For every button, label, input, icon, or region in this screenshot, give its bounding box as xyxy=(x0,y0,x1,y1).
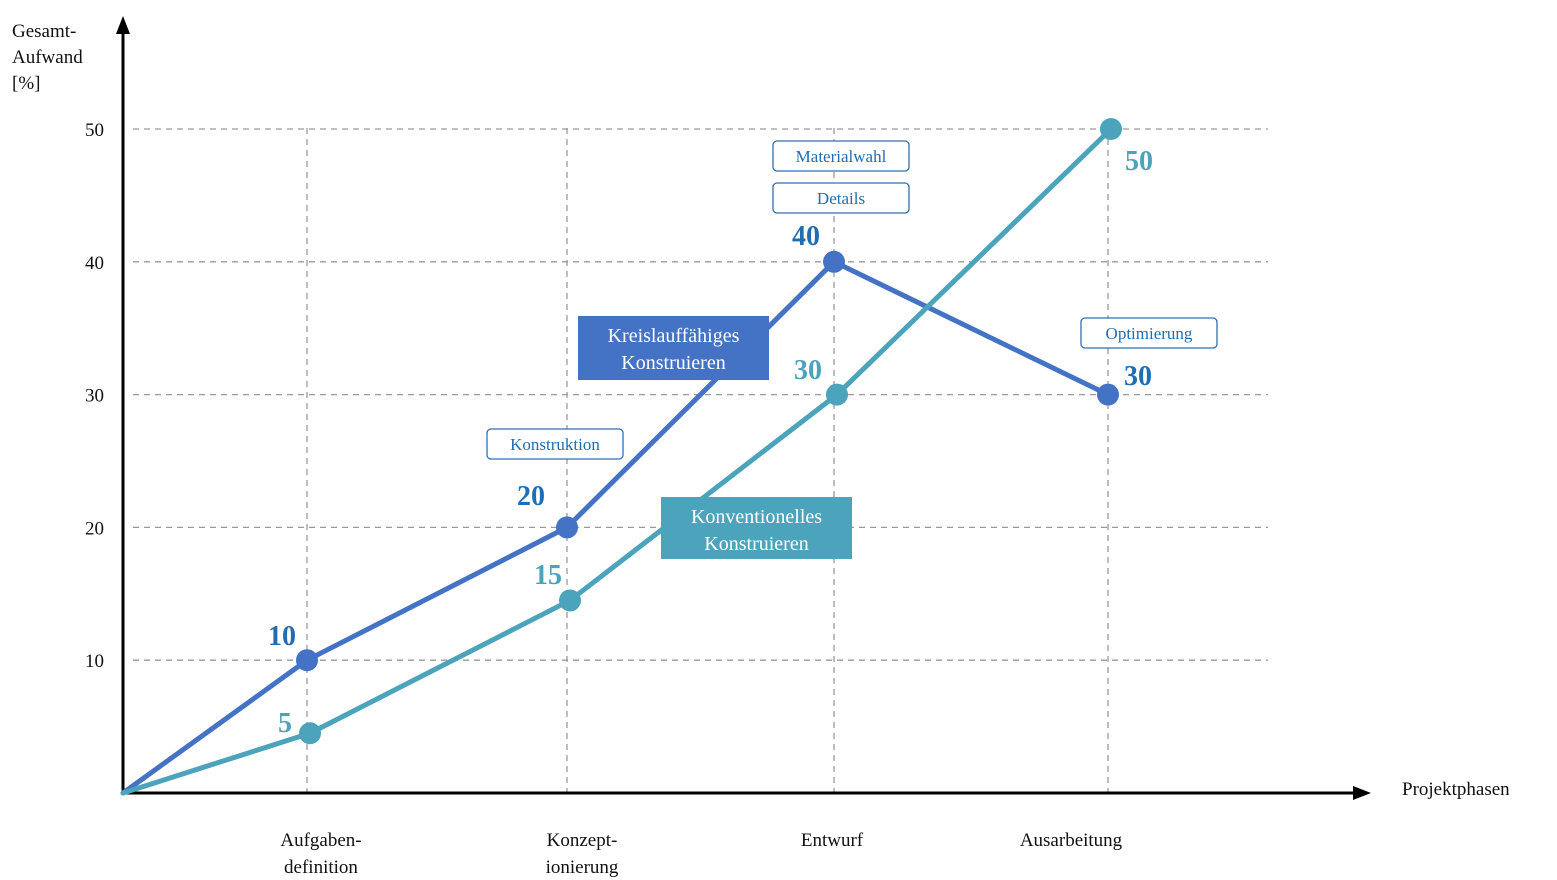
annotation-box xyxy=(772,182,910,214)
data-point xyxy=(296,649,318,672)
category-label: Aufgaben- xyxy=(280,830,361,851)
series-name: Konventionelles xyxy=(691,506,822,528)
category-label: ionierung xyxy=(546,857,619,878)
category-label: definition xyxy=(284,857,358,878)
data-point xyxy=(559,589,581,612)
y-axis-title-line: Aufwand xyxy=(12,47,83,68)
y-axis-arrow xyxy=(116,16,130,34)
y-axis-title-line: Gesamt- xyxy=(12,21,76,42)
data-label: 40 xyxy=(792,221,820,252)
series-line xyxy=(120,126,1114,796)
series xyxy=(120,118,1122,796)
y-tick-label: 40 xyxy=(85,253,104,274)
data-point xyxy=(299,722,321,745)
series-name-box xyxy=(578,316,769,380)
annotations: Konstruktion MaterialwahlDetailsOptimieru… xyxy=(486,140,1218,460)
y-tick-label: 20 xyxy=(85,518,104,539)
annotation-box xyxy=(772,140,910,172)
y-axis-title-line: [%] xyxy=(12,73,40,94)
data-label: 30 xyxy=(1124,361,1152,392)
category-label: Konzept- xyxy=(547,830,618,851)
axes xyxy=(116,16,1371,800)
data-label: 10 xyxy=(268,621,296,652)
series-name-box xyxy=(661,497,852,559)
data-label: 50 xyxy=(1125,146,1153,177)
data-label: 5 xyxy=(278,708,292,739)
x-axis-title: Projektphasen xyxy=(1402,779,1510,800)
category-label: Ausarbeitung xyxy=(1020,830,1123,851)
data-point xyxy=(1100,118,1122,140)
data-point xyxy=(823,250,845,273)
data-point xyxy=(556,516,578,539)
x-axis-arrow xyxy=(1353,786,1371,800)
y-tick-labels: 10 20 30 40 50 xyxy=(85,120,104,672)
annotation-label: Konstruktion xyxy=(510,435,600,454)
annotation-box xyxy=(1080,317,1218,349)
annotation-label: Details xyxy=(817,189,865,208)
data-label: 20 xyxy=(517,481,545,512)
annotation-label: Materialwahl xyxy=(796,147,887,166)
data-labels: 10 20 40 30 5 15 30 50 xyxy=(268,146,1153,739)
y-tick-label: 10 xyxy=(85,651,104,672)
series-name: Konstruieren xyxy=(621,352,725,374)
category-label: Entwurf xyxy=(801,830,864,851)
series-name: Kreislauffähiges xyxy=(608,325,740,347)
y-axis-title: Gesamt- Aufwand [%] xyxy=(12,21,83,94)
category-labels: Aufgaben-definition Konzept-ionierung Entw… xyxy=(280,830,1122,878)
series-name-boxes: KreislauffähigesKonstruierenKonventionel… xyxy=(578,316,852,559)
data-point xyxy=(826,383,848,406)
data-label: 15 xyxy=(534,560,562,591)
grid xyxy=(133,128,1268,793)
series-name: Konstruieren xyxy=(704,533,808,555)
annotation-label: Optimierung xyxy=(1106,324,1193,343)
annotation-box xyxy=(486,428,624,460)
y-tick-label: 50 xyxy=(85,120,104,141)
y-tick-label: 30 xyxy=(85,386,104,407)
data-label: 30 xyxy=(794,355,822,386)
data-point xyxy=(1097,383,1119,406)
